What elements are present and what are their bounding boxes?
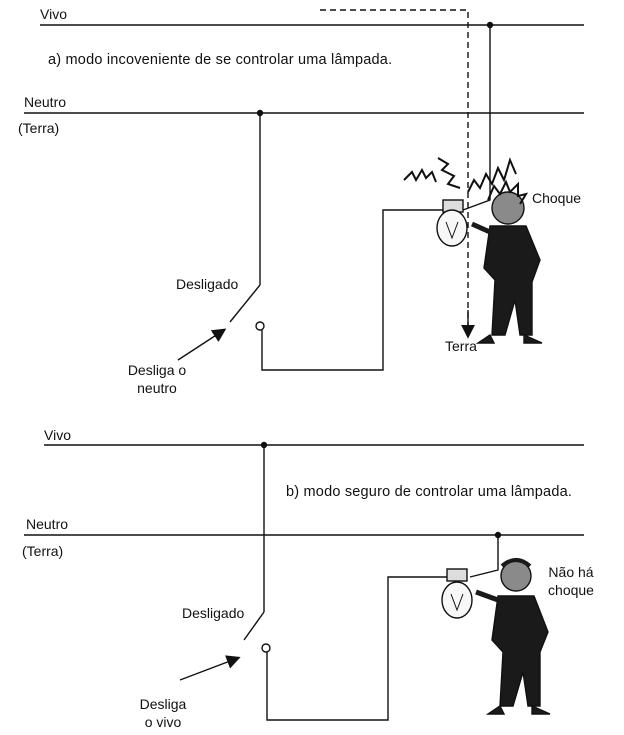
arrow-label-b-line1: Desliga <box>139 696 187 712</box>
shock-label: Choque <box>532 190 582 206</box>
switch-contact-a <box>255 321 265 331</box>
switch-label-a: Desligado <box>176 276 239 292</box>
switch-arrow-b <box>179 655 241 681</box>
spark-icon <box>467 157 517 193</box>
switch-blade-b <box>243 611 265 641</box>
live-label-a: Vivo <box>40 6 67 22</box>
no-shock-label-line1: Não há <box>548 564 594 580</box>
lamp-icon <box>441 568 473 619</box>
person-shocked-icon <box>470 179 543 344</box>
person-safe-icon <box>475 558 551 715</box>
earth-label: Terra <box>445 338 477 354</box>
caption-a: a) modo incoveniente de se controlar uma… <box>48 52 393 68</box>
panel-a <box>24 9 584 371</box>
arrow-label-a-line2: neutro <box>137 380 177 396</box>
switch-to-lamp-wire-b <box>266 576 448 721</box>
arrow-label-b-line2: o vivo <box>144 714 182 730</box>
switch-blade-a <box>229 284 261 323</box>
lamp-icon <box>436 199 468 247</box>
arrow-label-a-line1: Desliga o <box>127 362 187 378</box>
ground-label-a: (Terra) <box>18 120 60 136</box>
switch-label-b: Desligado <box>182 605 245 621</box>
neutral-label-a: Neutro <box>24 94 67 110</box>
neutral-drop-b <box>469 535 499 578</box>
switch-arrow-a <box>177 328 227 361</box>
neutral-label-b: Neutro <box>26 516 69 532</box>
switch-to-lamp-wire-a <box>261 209 446 371</box>
live-label-b: Vivo <box>44 427 71 443</box>
live-drop-a <box>462 25 491 211</box>
spark-icon <box>403 167 437 183</box>
panel-b <box>24 441 584 721</box>
no-shock-label-line2: choque <box>548 582 594 598</box>
caption-b: b) modo seguro de controlar uma lâmpada. <box>286 484 573 500</box>
ground-label-b: (Terra) <box>22 543 64 559</box>
switch-contact-b <box>261 643 271 653</box>
spark-icon <box>437 157 461 189</box>
shock-current-path <box>320 9 469 330</box>
